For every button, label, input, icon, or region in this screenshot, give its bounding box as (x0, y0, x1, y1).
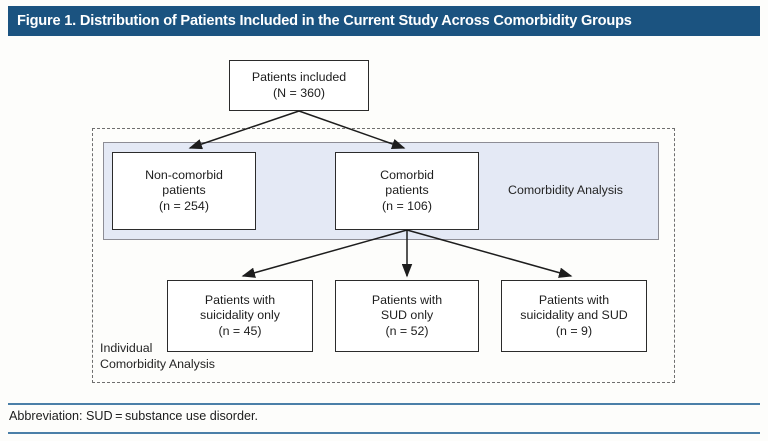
connector-arrows (188, 110, 573, 278)
figure-title-bar: Figure 1. Distribution of Patients Inclu… (8, 6, 760, 36)
node-line: Non-comorbid (145, 167, 223, 182)
comorbidity-analysis-label: Comorbidity Analysis (508, 183, 624, 197)
node-line: suicidality only (200, 308, 280, 323)
node-patients-suicidality-only: Patients with suicidality only (n = 45) (167, 280, 313, 352)
node-line: SUD only (380, 308, 434, 323)
node-line: (N = 360) (273, 85, 325, 100)
individual-comorbidity-analysis-label: Individual Comorbidity Analysis (100, 341, 215, 372)
node-line: (n = 9) (555, 323, 593, 338)
page-title: Figure 1. Distribution of Patients Inclu… (17, 13, 632, 29)
flowchart-canvas: Comorbidity Analysis Patients included (… (0, 36, 768, 401)
node-non-comorbid-patients: Non-comorbid patients (n = 254) (112, 152, 256, 230)
individual-comorbidity-analysis-region (92, 128, 675, 383)
arrow-comorbid-to-suicidality (241, 229, 408, 278)
node-line: Patients included (251, 69, 347, 84)
arrow-top-to-noncomorbid (188, 110, 300, 150)
node-patients-included: Patients included (N = 360) (229, 60, 369, 111)
node-line: patients (162, 183, 206, 198)
abbreviation-note: Abbreviation: SUD = substance use disord… (9, 409, 259, 423)
node-line: Patients with (538, 292, 610, 307)
arrow-comorbid-to-both (406, 229, 573, 278)
node-line: (n = 52) (385, 323, 429, 338)
node-line: suicidality and SUD (520, 308, 628, 323)
label-line: Comorbidity Analysis (100, 356, 216, 371)
node-line: (n = 106) (382, 198, 432, 213)
node-line: Patients with (371, 292, 443, 307)
footer-rule-bottom (8, 432, 760, 434)
node-patients-sud-only: Patients with SUD only (n = 52) (335, 280, 479, 352)
footer-rule-top (8, 403, 760, 405)
node-patients-suicidality-and-sud: Patients with suicidality and SUD (n = 9… (501, 280, 647, 352)
node-line: patients (385, 183, 429, 198)
arrow-top-to-comorbid (298, 110, 406, 149)
node-line: Patients with (204, 292, 276, 307)
node-comorbid-patients: Comorbid patients (n = 106) (335, 152, 479, 230)
node-line: Comorbid (380, 167, 434, 182)
node-line: (n = 45) (218, 323, 262, 338)
label-line: Individual (100, 341, 153, 355)
node-line: (n = 254) (159, 198, 209, 213)
